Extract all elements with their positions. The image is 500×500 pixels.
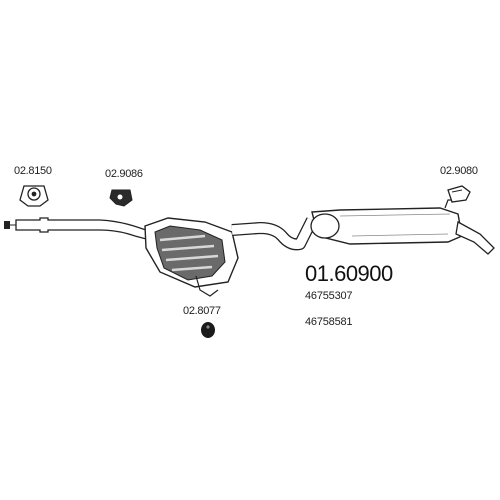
bracket-icon bbox=[447, 185, 471, 203]
middle-silencer bbox=[144, 217, 239, 297]
connecting-pipe bbox=[231, 217, 318, 251]
part-label-02-8150: 02.8150 bbox=[14, 165, 52, 177]
tailpipe bbox=[455, 220, 495, 255]
rubber-mount-icon bbox=[201, 322, 215, 338]
front-pipe bbox=[4, 217, 153, 241]
main-part-number: 01.60900 bbox=[305, 261, 393, 286]
part-label-02-9080: 02.9080 bbox=[440, 165, 478, 177]
part-label-02-9086: 02.9086 bbox=[105, 168, 143, 180]
oe-number-2: 46758581 bbox=[305, 316, 353, 328]
rubber-hanger-icon bbox=[109, 189, 133, 207]
clamp-icon bbox=[19, 185, 49, 207]
rear-silencer bbox=[310, 199, 463, 245]
part-label-02-8077: 02.8077 bbox=[183, 305, 221, 317]
oe-number-1: 46755307 bbox=[305, 290, 353, 302]
